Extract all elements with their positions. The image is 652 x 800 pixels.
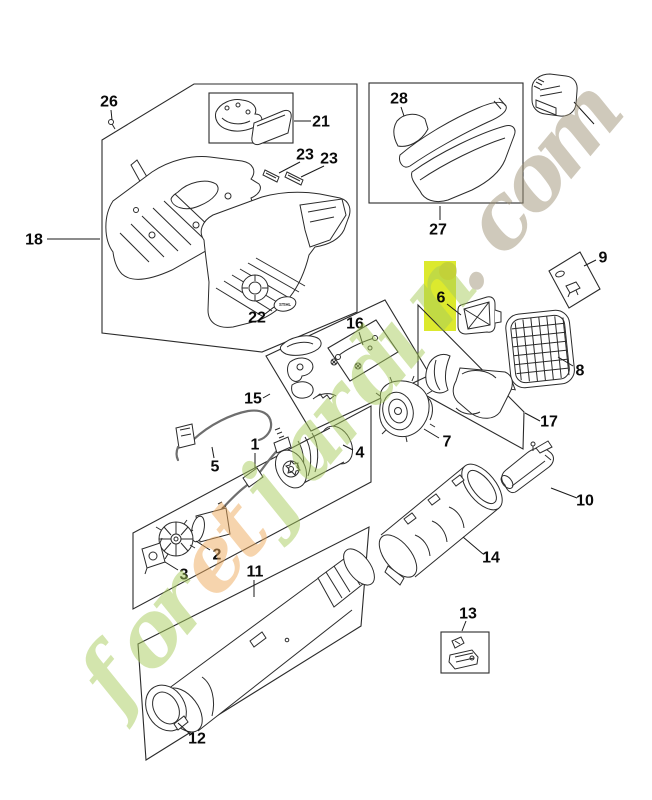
group-boxes bbox=[101, 82, 601, 761]
leader-line-3 bbox=[164, 561, 179, 571]
part-label-16: 16 bbox=[346, 316, 364, 333]
box-part9 bbox=[548, 251, 601, 309]
part5-wire-harness bbox=[175, 409, 273, 462]
part-label-10: 10 bbox=[576, 493, 594, 510]
leader-line-23 bbox=[278, 161, 301, 174]
part-label-12: 12 bbox=[188, 731, 206, 748]
part-label-14: 14 bbox=[482, 550, 500, 567]
leader-line-10 bbox=[550, 487, 578, 499]
part-label-22: 22 bbox=[248, 310, 266, 327]
part2-fan-wheel bbox=[155, 519, 196, 560]
box-part18 bbox=[101, 83, 358, 353]
leader-line-26 bbox=[110, 109, 113, 121]
part-label-27: 27 bbox=[429, 222, 447, 239]
housing-upper-half bbox=[105, 156, 261, 280]
part8-intake-grille bbox=[505, 309, 575, 391]
part14-blower-tube bbox=[378, 463, 503, 586]
part28-lens bbox=[393, 113, 429, 147]
leader-line-7 bbox=[423, 428, 440, 439]
part23-pins bbox=[262, 169, 304, 186]
part-label-5: 5 bbox=[211, 459, 220, 476]
part-label-21: 21 bbox=[312, 114, 330, 131]
part27-cover-shells bbox=[399, 97, 516, 203]
part-label-26: 26 bbox=[100, 94, 118, 111]
leader-line-4 bbox=[342, 444, 354, 451]
part-label-17: 17 bbox=[540, 414, 558, 431]
box-part27 bbox=[368, 82, 524, 204]
box-part21 bbox=[208, 92, 294, 144]
part7-fan-housing bbox=[375, 375, 436, 443]
part6-highlight-box bbox=[424, 261, 456, 331]
leader-line-5 bbox=[211, 446, 215, 459]
part-label-13: 13 bbox=[459, 606, 477, 623]
part10-nozzle bbox=[500, 440, 554, 494]
part-label-11: 11 bbox=[247, 564, 264, 581]
leader-line-23 bbox=[300, 165, 325, 178]
leader-line-28 bbox=[400, 106, 405, 117]
part-label-28: 28 bbox=[390, 91, 408, 108]
leader-line-9 bbox=[583, 259, 597, 267]
part11-blower-tube bbox=[163, 548, 375, 733]
box-part16 bbox=[327, 319, 399, 382]
part15-trigger-parts bbox=[279, 335, 337, 400]
box-part13 bbox=[440, 631, 490, 674]
part-label-6: 6 bbox=[437, 290, 446, 307]
part26-screw bbox=[108, 119, 116, 130]
part-label-4: 4 bbox=[356, 445, 365, 462]
part-label-1: 1 bbox=[251, 437, 260, 454]
leader-line-15 bbox=[262, 393, 271, 399]
top-right-bracket bbox=[531, 73, 595, 125]
leader-line-8 bbox=[557, 356, 574, 367]
part-label-23: 23 bbox=[296, 147, 314, 164]
part-label-9: 9 bbox=[599, 250, 608, 267]
part12-ring bbox=[145, 684, 189, 732]
leader-line-2 bbox=[195, 540, 211, 551]
highlight-layer bbox=[424, 261, 456, 331]
part17-shrouds bbox=[425, 353, 513, 419]
part-label-18: 18 bbox=[25, 232, 43, 249]
box-part11 bbox=[137, 526, 370, 761]
leader-line-16 bbox=[358, 331, 364, 346]
stihl-logo-oval bbox=[273, 296, 297, 312]
leader-line-12 bbox=[177, 722, 191, 735]
part-label-23: 23 bbox=[320, 151, 338, 168]
part9-contents bbox=[555, 270, 581, 298]
housing-lower-half: STIHL bbox=[200, 191, 351, 328]
stihl-logo-text: STIHL bbox=[279, 302, 292, 307]
part21-trigger-molding bbox=[215, 99, 292, 146]
part13-fasteners bbox=[448, 636, 479, 670]
leader-line-14 bbox=[462, 536, 484, 555]
leader-line-6 bbox=[446, 303, 462, 316]
leader-line-17 bbox=[524, 412, 541, 422]
part-label-2: 2 bbox=[213, 547, 222, 564]
part6-switch bbox=[457, 296, 502, 335]
leader-line-22 bbox=[264, 306, 275, 315]
leader-line-13 bbox=[461, 620, 467, 632]
part16-linkage bbox=[330, 335, 378, 370]
part-label-7: 7 bbox=[443, 434, 452, 451]
part-label-8: 8 bbox=[576, 363, 585, 380]
part-label-15: 15 bbox=[244, 391, 262, 408]
part-label-3: 3 bbox=[180, 567, 189, 584]
watermark-i-dot bbox=[439, 262, 457, 280]
